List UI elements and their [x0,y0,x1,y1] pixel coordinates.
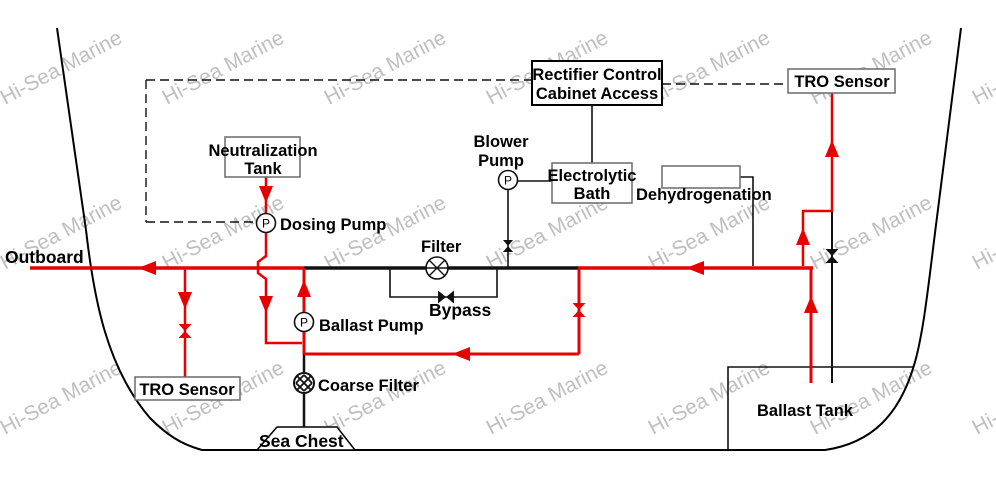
rectifier-cabinet-box [531,60,663,106]
dosing-pump-letter: P [262,217,270,231]
valve-blower-drop [503,240,513,252]
electrolytic-bath-label-line2: Bath [574,185,611,203]
dehydrogenation-box [661,165,741,189]
filter-label: Filter [421,238,462,256]
watermark: Hi-Sea Marine [807,356,936,439]
dehydrogenation-drop-pipe [740,176,754,266]
blower-pump-symbol: P [497,169,519,191]
watermark: Hi-Sea Marine [0,356,126,439]
sea-chest-shape [255,426,357,451]
ballast-pump-symbol: P [293,311,315,333]
electrolytic-bath-box [551,162,633,204]
watermark: Hi-Sea Marine [159,26,288,109]
bypass-label: Bypass [429,300,492,320]
coarse-filter-label: Coarse Filter [318,377,419,395]
ballast-tank-label: Ballast Tank [757,402,854,420]
watermark: Hi-Sea Marine [645,26,774,109]
watermark: Hi-Sea Marine [483,356,612,439]
valve-ballast-tank-pipe [825,249,839,263]
valve-tro-left [178,324,192,338]
watermark: Hi-Sea Marine [807,26,936,109]
coarse-filter-symbol [293,372,315,394]
outboard-label: Outboard [5,247,84,267]
flow-arrow-left-return [452,347,470,361]
valve-bypass [438,290,454,304]
dosing-pump-symbol: P [255,212,277,234]
rectifier-cabinet-label-line1: Rectifier Control [532,66,661,84]
ballast-pump-letter: P [300,316,308,330]
watermark: Hi-Sea Marine [969,356,996,439]
rectifier-cabinet-label-line2: Cabinet Access [536,85,658,103]
electrolytic-bath-label-line1: Electrolytic [548,167,637,185]
ship-hull-outline [56,27,962,451]
neutralization-tank-label-line2: Tank [244,160,282,178]
flow-arrow-up-ballast-pump [297,280,311,297]
watermark: Hi-Sea Marine [969,191,996,274]
watermark: Hi-Sea Marine [321,356,450,439]
dosing-pump-label: Dosing Pump [280,216,386,234]
dehydrogenation-label: Dehydrogenation [636,186,772,204]
neutralization-tank-box [224,136,301,178]
flow-arrow-up-tro-top [825,140,839,157]
blower-pump-letter: P [504,174,512,188]
watermark: Hi-Sea Marine [807,191,936,274]
tro-sensor-left-label: TRO Sensor [139,381,235,399]
blower-pump-label-line1: Blower [473,133,529,151]
filter-symbol [425,256,449,280]
tro-sensor-top-label: TRO Sensor [794,73,890,91]
watermark: Hi-Sea Marine [645,356,774,439]
tro-sensor-left-box [134,376,241,401]
blower-pump-label-line2: Pump [478,152,524,170]
flow-arrow-down-dosing [259,296,273,313]
neutralization-tank-label-line1: Neutralization [208,142,317,160]
flow-arrow-left-outboard [138,261,156,275]
ballast-tank-outline [727,366,913,450]
watermark: Hi-Sea Marine [969,26,996,109]
ballast-pump-label: Ballast Pump [319,317,424,335]
sea-chest-label: Sea Chest [259,431,344,451]
flow-arrow-up-sample [796,228,810,245]
flow-arrow-down-neutralization [259,186,273,203]
flow-arrow-up-tank-riser [804,296,818,313]
valve-return-riser [572,303,586,317]
flow-arrow-left-main [686,261,704,275]
dosing-injection-pipe [256,232,302,345]
watermark: Hi-Sea Marine [321,26,450,109]
flow-arrow-down-tro-left [178,292,192,309]
tro-sensor-top-box [787,68,896,94]
